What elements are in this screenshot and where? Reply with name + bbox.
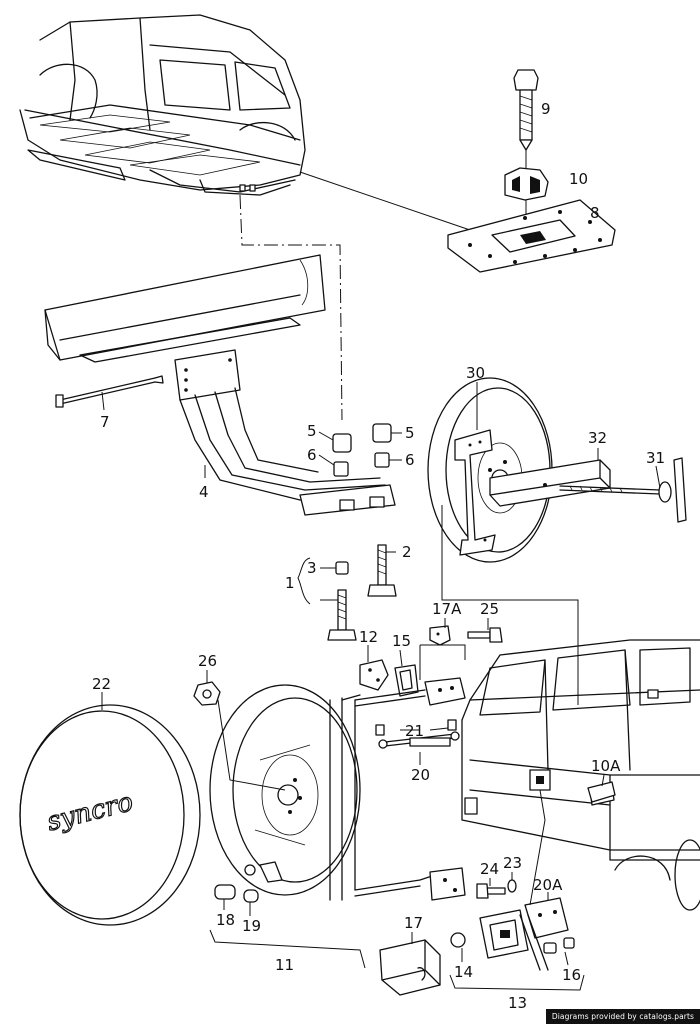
callout-13: 13 xyxy=(508,994,527,1012)
callout-21: 21 xyxy=(405,722,424,740)
callout-8: 8 xyxy=(590,204,600,222)
carrier-4-illustration xyxy=(174,349,396,516)
callout-1: 1 xyxy=(285,574,295,592)
nut-10-illustration xyxy=(504,167,549,225)
hinge-17A-illustration xyxy=(429,618,451,646)
callout-17: 17 xyxy=(404,914,423,932)
callout-labels: 9 10 8 7 5 5 6 6 4 3 1 2 30 32 31 17A 25… xyxy=(92,100,665,1012)
clip-3-illustration xyxy=(320,561,349,575)
callout-24: 24 xyxy=(480,860,499,878)
callout-31: 31 xyxy=(646,449,665,467)
callout-25: 25 xyxy=(480,600,499,618)
callout-6-right: 6 xyxy=(405,451,415,469)
spare-wheel-30-illustration xyxy=(427,377,553,563)
clip-16-illustration xyxy=(543,937,575,966)
callout-12: 12 xyxy=(359,628,378,646)
rod-7-illustration xyxy=(55,375,164,411)
handle-bolt-31-illustration xyxy=(559,457,687,523)
callout-4: 4 xyxy=(199,483,209,501)
callout-16: 16 xyxy=(562,966,581,984)
cover-17-illustration xyxy=(379,932,441,996)
bolt-25-illustration xyxy=(467,618,503,643)
callout-26: 26 xyxy=(198,652,217,670)
lock-bracket-20A-illustration xyxy=(524,892,569,939)
spare-wheel-11-illustration xyxy=(209,684,361,896)
callout-9: 9 xyxy=(541,100,551,118)
wheel-cover-22-illustration xyxy=(19,692,201,926)
bolt-1-illustration xyxy=(320,589,357,641)
hinge-upper-illustration xyxy=(354,677,466,707)
callout-10A: 10A xyxy=(591,757,621,775)
nut-26-illustration xyxy=(193,670,221,706)
callout-17A: 17A xyxy=(432,600,462,618)
bolt-24-illustration xyxy=(476,878,506,899)
callout-5-left: 5 xyxy=(307,422,317,440)
knob-14-illustration xyxy=(450,932,466,962)
callout-20A: 20A xyxy=(533,876,563,894)
bolt-2-illustration xyxy=(367,544,397,597)
bracket-10A-illustration xyxy=(587,774,616,803)
cap-18-illustration xyxy=(214,884,236,910)
plate-8-illustration xyxy=(447,199,616,273)
callout-5-right: 5 xyxy=(405,424,415,442)
callout-3: 3 xyxy=(307,559,317,577)
carrier-frame-illustration xyxy=(244,694,466,901)
credit-banner: Diagrams provided by catalogs.parts xyxy=(545,1009,700,1024)
bushing-5-right xyxy=(372,423,402,443)
callout-11: 11 xyxy=(275,956,294,974)
callout-18: 18 xyxy=(216,911,235,929)
washer-23-illustration xyxy=(507,872,517,893)
callout-32: 32 xyxy=(588,429,607,447)
bushing-6-right xyxy=(374,452,402,468)
callout-15: 15 xyxy=(392,632,411,650)
callout-22: 22 xyxy=(92,675,111,693)
gas-strut-20-illustration xyxy=(378,731,460,765)
lock-mechanism-13-illustration xyxy=(479,909,549,971)
plate-12-illustration xyxy=(359,645,389,691)
bracket-15-illustration xyxy=(394,649,419,697)
cap-19-illustration xyxy=(243,889,259,916)
callout-14: 14 xyxy=(454,963,473,981)
callout-2: 2 xyxy=(402,543,412,561)
vehicle-underbody-illustration xyxy=(19,14,306,196)
bolt-9-illustration xyxy=(513,69,539,168)
callout-30: 30 xyxy=(466,364,485,382)
callout-20: 20 xyxy=(411,766,430,784)
bushing-6-left xyxy=(318,454,349,477)
callout-7: 7 xyxy=(100,413,110,431)
callout-10: 10 xyxy=(569,170,588,188)
screw-21-illustration xyxy=(375,719,457,736)
callout-6-left: 6 xyxy=(307,446,317,464)
bushing-5-left xyxy=(318,431,352,453)
callout-23: 23 xyxy=(503,854,522,872)
crossmember-illustration xyxy=(44,254,326,363)
callout-19: 19 xyxy=(242,917,261,935)
